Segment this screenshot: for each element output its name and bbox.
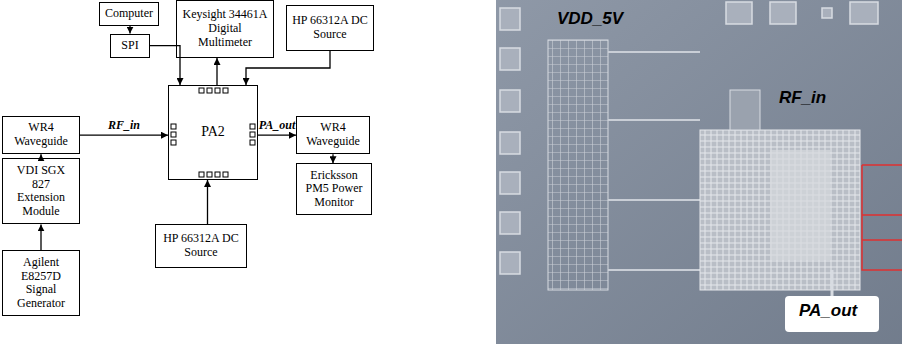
connector-arrow	[246, 51, 330, 85]
box-text: VDI SGX 827 Extension Module	[7, 164, 75, 219]
instrument-box: VDI SGX 827 Extension Module	[2, 158, 80, 224]
connector-arrow	[80, 135, 168, 136]
connector-arrow	[332, 154, 333, 163]
instrument-box: Agilent E8257D Signal Generator	[2, 250, 80, 316]
box-text: SPI	[121, 39, 138, 53]
signal-name: PA_out	[258, 119, 296, 132]
instrument-box: Ericksson PM5 Power Monitor	[296, 163, 372, 215]
box-text: WR4 Waveguide	[7, 121, 75, 149]
instrument-box: HP 66312A DC Source	[286, 5, 374, 51]
box-text: Ericksson PM5 Power Monitor	[301, 169, 367, 210]
pin-squares	[171, 88, 255, 177]
box-text: HP 66312A DC Source	[160, 232, 242, 260]
pin-name: RF_in	[779, 89, 826, 108]
signal-name: RF_in	[107, 119, 141, 132]
box-text: Agilent E8257D Signal Generator	[7, 256, 75, 311]
instrument-box: WR4 Waveguide	[296, 116, 370, 154]
box-text: Computer	[105, 7, 153, 21]
box-text: Keysight 34461A Digital Multimeter	[181, 8, 269, 49]
connector-arrow	[129, 26, 130, 34]
instrument-box: HP 66312A DC Source	[155, 224, 247, 268]
pin-name: PA_out	[799, 302, 857, 321]
instrument-box: SPI	[110, 34, 150, 58]
box-text: WR4 Waveguide	[301, 121, 365, 149]
pin-name: VDD_5V	[557, 10, 623, 29]
instrument-box: WR4 Waveguide	[2, 116, 80, 154]
connector-arrow	[40, 224, 41, 250]
chip-box: PA2	[168, 85, 258, 180]
connector-arrow	[207, 180, 208, 224]
instrument-box: Computer	[99, 2, 159, 26]
instrument-box: Keysight 34461A Digital Multimeter	[176, 0, 274, 58]
box-text: PA2	[201, 124, 225, 140]
connector-arrow	[258, 135, 296, 136]
connector-arrow	[216, 58, 217, 85]
box-text: HP 66312A DC Source	[291, 14, 369, 42]
